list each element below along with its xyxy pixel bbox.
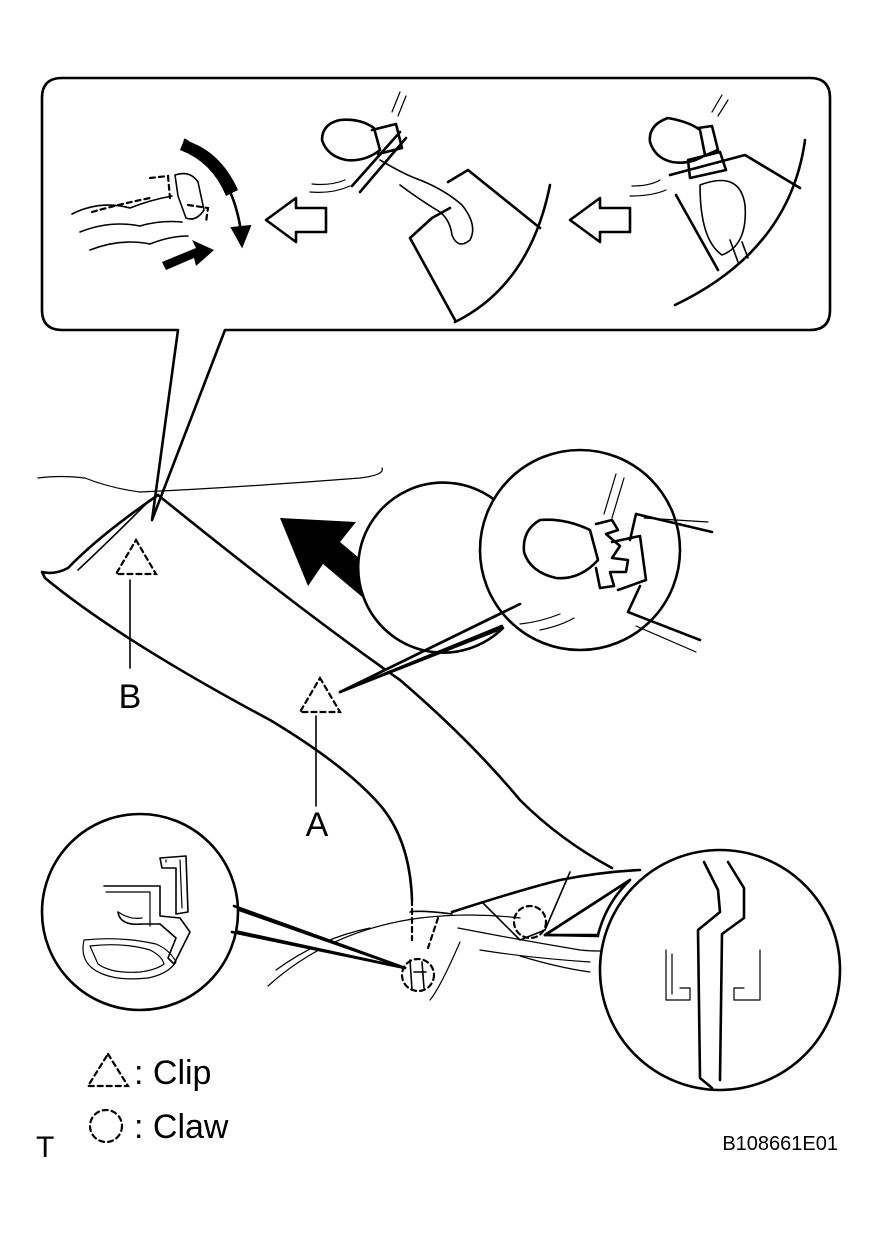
legend-clip-label: : Clip [134, 1054, 211, 1092]
corner-mark: T [36, 1131, 54, 1164]
clip-releasing-illustration [309, 91, 552, 324]
legend-clip-icon [86, 1051, 130, 1088]
step-arrow-icon [264, 196, 328, 244]
legend-claw-label: : Claw [134, 1108, 229, 1146]
legend: : Clip : Claw [86, 1051, 229, 1146]
claw-marker-icon [400, 957, 436, 993]
clip-marker-a-icon [298, 675, 342, 714]
step-arrow-icon [568, 196, 632, 244]
clip-removed-illustration [71, 138, 252, 270]
clip-marker-b-icon [114, 537, 158, 576]
legend-claw-icon [88, 1108, 124, 1144]
detail-callout-panel [40, 76, 832, 522]
clip-a-zoom-view [338, 448, 714, 694]
point-a-label: A [306, 806, 329, 844]
claw-left-zoom-view [40, 812, 407, 1012]
clip-seated-illustration [629, 94, 807, 307]
point-b-label: B [119, 678, 142, 716]
claw-marker-icon [512, 904, 548, 940]
figure-code: B108661E01 [722, 1133, 838, 1155]
claw-right-zoom-view [543, 848, 842, 1092]
